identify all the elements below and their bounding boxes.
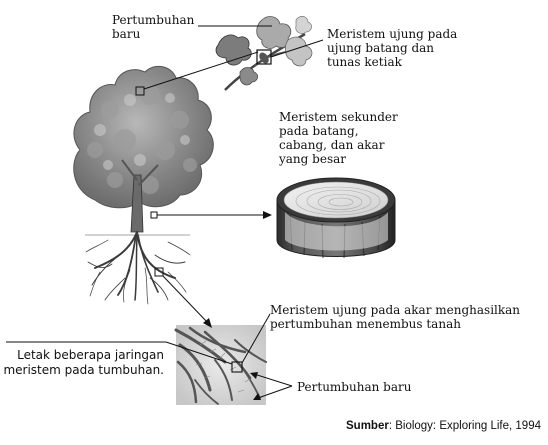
- root-tip-illustration: [174, 325, 267, 405]
- figure-caption: Letak beberapa jaringan meristem pada tu…: [3, 348, 164, 377]
- label-root-apical-meristem: Meristem ujung pada akar menghasilkan pe…: [270, 303, 521, 331]
- label-new-growth-top: Pertumbuhan baru: [112, 13, 195, 41]
- source-credit: Sumber: Biology: Exploring Life, 1994: [346, 420, 541, 432]
- leaf-shoot-illustration: [215, 16, 313, 91]
- leader-lines: [6, 25, 324, 399]
- label-secondary-meristem: Meristem sekunder pada batang, cabang, d…: [279, 110, 398, 166]
- tree-illustration: [73, 65, 214, 305]
- source-separator: :: [388, 420, 396, 432]
- source-prefix: Sumber: [346, 420, 389, 432]
- log-cross-section-illustration: [276, 177, 396, 259]
- label-apical-meristem-stem: Meristem ujung pada ujung batang dan tun…: [327, 27, 458, 69]
- arrowheads: [203, 211, 272, 400]
- source-text: Biology: Exploring Life, 1994: [395, 420, 541, 432]
- label-new-growth-bottom: Pertumbuhan baru: [297, 380, 412, 394]
